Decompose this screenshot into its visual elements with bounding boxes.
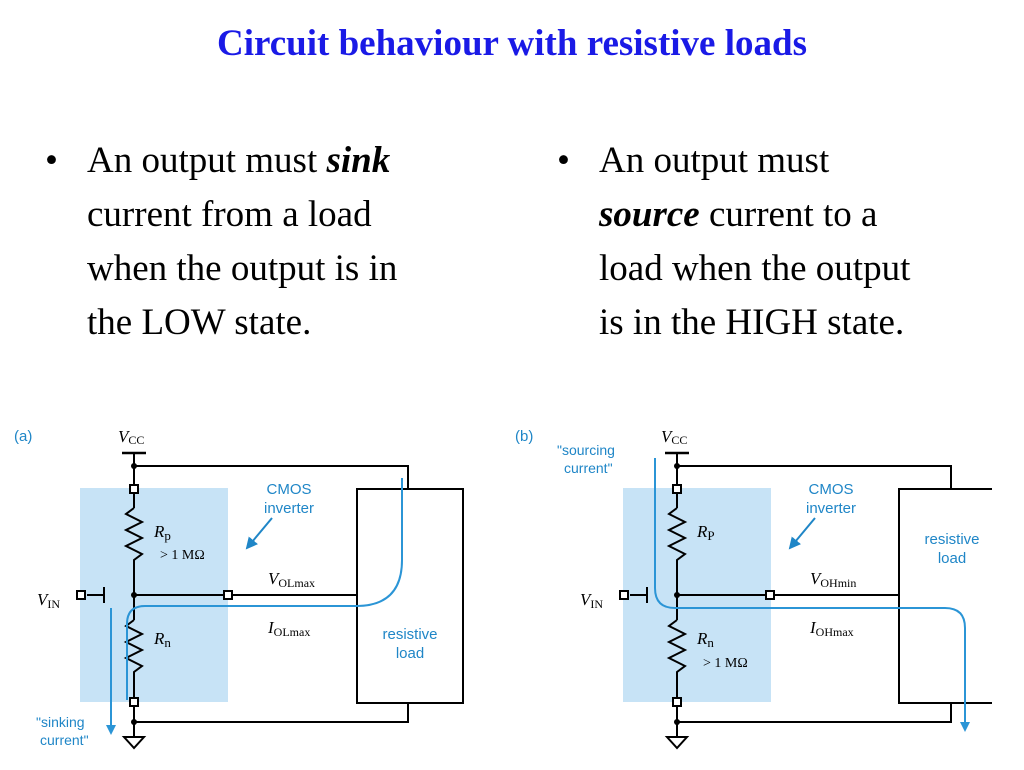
- rn-label: Rn: [153, 629, 171, 650]
- inverter-label: CMOS: [267, 481, 312, 498]
- inverter-label: inverter: [806, 500, 856, 517]
- inverter-label: inverter: [264, 500, 314, 517]
- junction-dot: [674, 719, 680, 725]
- bullet-emphasis: source: [599, 194, 700, 235]
- bullet-line: An output must: [599, 134, 910, 188]
- junction-dot: [131, 592, 137, 598]
- load-label: load: [938, 550, 966, 567]
- output-current-label: IOLmax: [267, 618, 310, 639]
- rp-label: Rp: [153, 522, 171, 543]
- circuit-diagram-b: (b) VCC VIN RP: [515, 427, 1006, 750]
- terminals: [619, 484, 775, 707]
- rn-label: Rn: [696, 629, 714, 650]
- bullet-emphasis: sink: [326, 140, 391, 181]
- junction-dot: [131, 463, 137, 469]
- bullet-line: current from a load: [87, 188, 397, 242]
- current-label: "sinking: [36, 714, 85, 730]
- pointer-arrow: [788, 517, 816, 550]
- output-current-label: IOHmax: [809, 618, 854, 639]
- pointer-arrow: [245, 517, 273, 550]
- bullet-text: An output must source current to a load …: [599, 134, 910, 350]
- vin-label: VIN: [580, 590, 603, 611]
- current-label: current": [40, 732, 89, 748]
- wires: [630, 453, 952, 737]
- bullet-line-text: is in the HIGH state.: [599, 302, 905, 343]
- rp-label: RP: [696, 522, 715, 543]
- vin-label: VIN: [37, 590, 60, 611]
- circuit-diagram-a: (a) VCC VIN R: [14, 427, 464, 750]
- bullet-line: source current to a: [599, 188, 910, 242]
- current-label: "sourcing: [557, 442, 615, 458]
- current-label: current": [564, 460, 613, 476]
- bullet-line: when the output is in: [87, 242, 397, 296]
- bullet-line-text: current to a: [699, 194, 878, 235]
- load-label: resistive: [924, 531, 979, 548]
- bullet-line: is in the HIGH state.: [599, 296, 910, 350]
- slide-title: Circuit behaviour with resistive loads: [217, 23, 807, 64]
- resistive-load-box: [898, 488, 1006, 704]
- load-label: resistive: [382, 626, 437, 643]
- bullet-line-text: the LOW state.: [87, 302, 312, 343]
- wires: [87, 453, 409, 737]
- current-path: [126, 478, 403, 700]
- current-path: [654, 458, 970, 732]
- bullet-line-text: current from a load: [87, 194, 372, 235]
- bullet-line-text: An output must: [599, 140, 830, 181]
- load-label: load: [396, 645, 424, 662]
- diagram-sourcing: (b) VCC VIN RP: [512, 415, 1006, 765]
- ground-symbol: [121, 736, 147, 750]
- bullet-marker: •: [557, 140, 570, 181]
- panel-label: (a): [14, 428, 32, 445]
- rn-note: > 1 MΩ: [703, 656, 748, 671]
- bullet-line: load when the output: [599, 242, 910, 296]
- output-voltage-label: VOHmin: [810, 569, 856, 590]
- ground-symbol: [664, 736, 690, 750]
- output-voltage-label: VOLmax: [268, 569, 315, 590]
- panel-label: (b): [515, 428, 533, 445]
- bullet-line-text: when the output is in: [87, 248, 398, 289]
- junction-dot: [674, 592, 680, 598]
- junction-dot: [674, 463, 680, 469]
- junction-dot: [131, 719, 137, 725]
- vcc-label: VCC: [118, 427, 144, 447]
- vcc-label: VCC: [661, 427, 687, 447]
- terminals: [76, 484, 233, 707]
- bullet-text: An output must sink current from a load …: [87, 134, 397, 350]
- bullet-line-text: An output must: [87, 140, 327, 181]
- bullet-marker: •: [45, 140, 58, 181]
- diagram-sinking: (a) VCC VIN R: [0, 415, 480, 765]
- inverter-label: CMOS: [809, 481, 854, 498]
- bullet-line-text: load when the output: [599, 248, 911, 289]
- bullet-line: An output must sink: [87, 134, 397, 188]
- resistive-load-box: [356, 488, 464, 704]
- rp-note: > 1 MΩ: [160, 548, 205, 563]
- bullet-line: the LOW state.: [87, 296, 397, 350]
